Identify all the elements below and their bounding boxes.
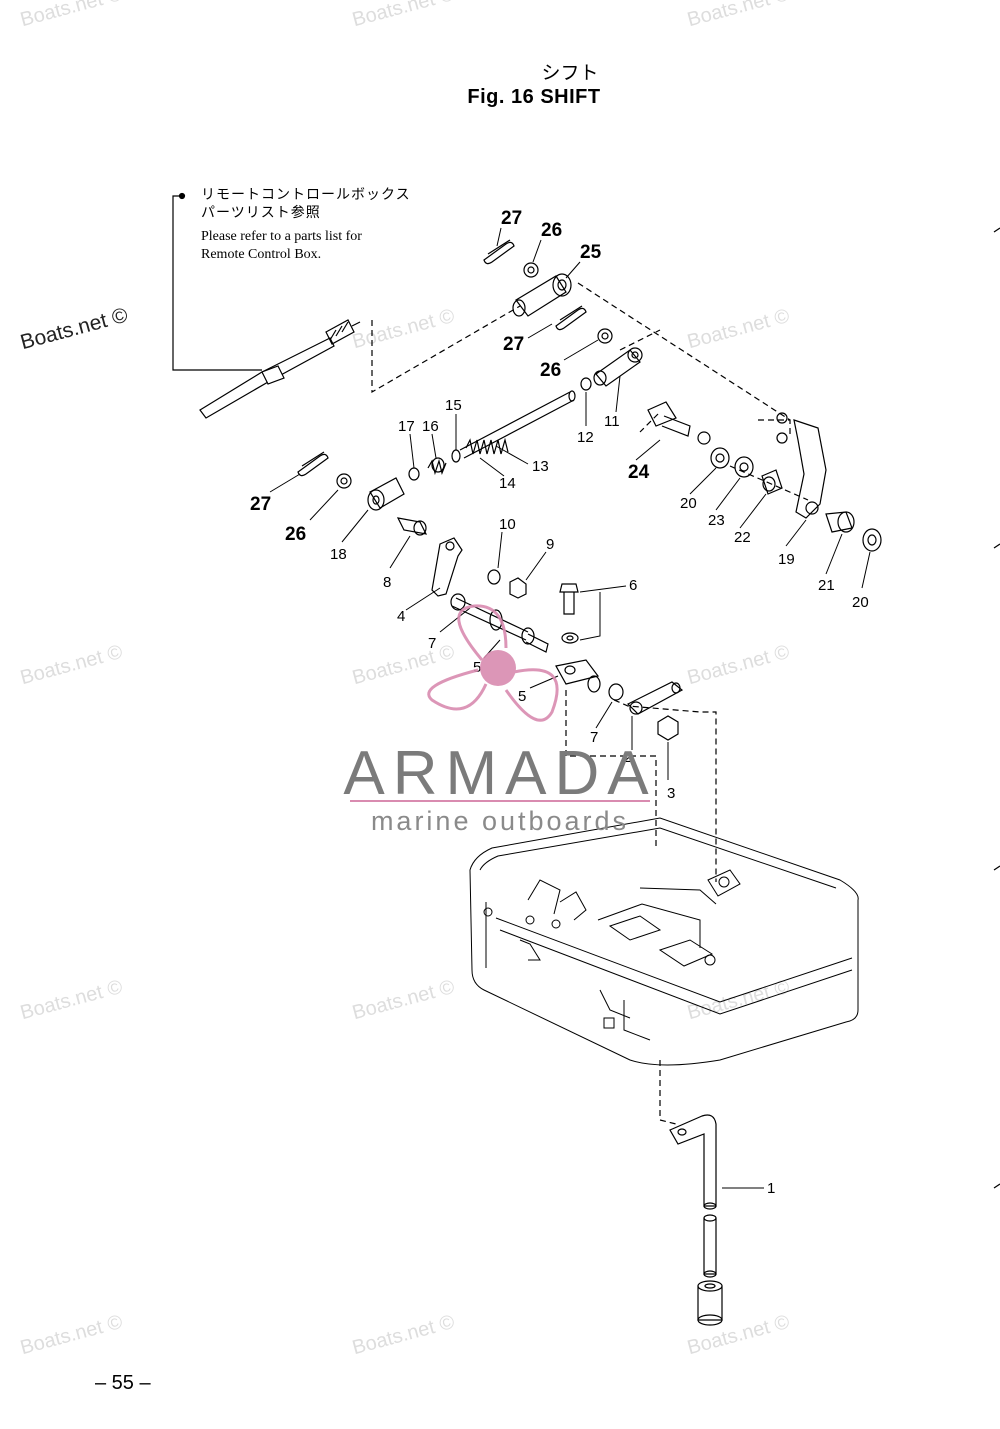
callout-23: 23	[708, 512, 725, 529]
callout-12: 12	[577, 429, 594, 446]
callout-24: 24	[628, 462, 650, 483]
callout-27: 27	[501, 208, 522, 229]
callout-7: 7	[590, 729, 598, 746]
callout-4: 4	[397, 608, 405, 625]
callout-5: 5	[518, 688, 526, 705]
callout-26: 26	[540, 360, 561, 381]
callout-10: 10	[499, 516, 516, 533]
part-4-lever	[431, 537, 463, 597]
note-leader-line	[172, 195, 262, 371]
callout-26: 26	[285, 524, 306, 545]
callout-27: 27	[250, 494, 271, 515]
note-jp-line2: パーツリスト参照	[201, 205, 321, 221]
callout-8: 8	[383, 574, 391, 591]
callout-15: 15	[445, 397, 462, 414]
part-5-block	[555, 659, 600, 685]
leader-lines	[269, 227, 871, 1189]
part-14-spring	[465, 437, 509, 455]
callout-13: 13	[532, 458, 549, 475]
bottom-cowling	[469, 817, 859, 1066]
callout-17: 17	[398, 418, 415, 435]
part-24-bolt	[647, 401, 711, 445]
part-2-plate	[626, 681, 684, 715]
part-11-link	[593, 347, 643, 387]
callout-9: 9	[546, 536, 554, 553]
callout-11: 11	[604, 413, 620, 430]
callout-21: 21	[818, 577, 835, 594]
callout-3: 3	[667, 785, 675, 802]
part-13-shift-rod	[459, 391, 575, 459]
callout-labels: 27 26 25 27 26 11 12 13 14 15 16 17 27 2…	[250, 208, 869, 1197]
callout-14: 14	[499, 475, 516, 492]
callout-25: 25	[580, 242, 602, 263]
note-en-line2: Remote Control Box.	[201, 247, 322, 262]
part-6-bolt	[559, 583, 579, 644]
callout-20: 20	[852, 594, 869, 611]
callout-26: 26	[541, 220, 562, 241]
page-number: – 55 –	[95, 1372, 151, 1394]
brand-name: ARMADA	[343, 739, 657, 808]
part-26-washer	[523, 262, 539, 278]
callout-22: 22	[734, 529, 751, 546]
callout-16: 16	[422, 418, 439, 435]
brand-tagline: marine outboards	[370, 806, 630, 836]
part-3-nut	[657, 715, 679, 741]
callout-7: 7	[428, 635, 436, 652]
part-18-joint	[367, 477, 405, 511]
part-19-lever	[776, 412, 827, 519]
callout-1: 1	[767, 1180, 775, 1197]
part-27-clip	[483, 241, 515, 265]
callout-19: 19	[778, 551, 795, 568]
callout-27: 27	[503, 334, 524, 355]
figure-title-jp: シフト	[541, 62, 599, 84]
note-jp-line1: リモートコントロールボックス	[201, 187, 411, 203]
brand-divider	[350, 800, 650, 802]
reference-note: リモートコントロールボックス パーツリスト参照 Please refer to …	[201, 186, 411, 264]
callout-2: 2	[624, 749, 632, 766]
part-7-shaft	[451, 597, 529, 641]
callout-18: 18	[330, 546, 347, 563]
figure-title: Fig. 16 SHIFT	[467, 86, 601, 108]
part-1-shift-rod	[669, 1114, 723, 1326]
callout-6: 6	[629, 577, 637, 594]
part-8-pin	[396, 517, 428, 535]
callout-20: 20	[680, 495, 697, 512]
note-en-line1: Please refer to a parts list for	[201, 229, 362, 244]
part-25-joint	[512, 273, 572, 317]
propeller-logo	[427, 604, 559, 722]
callout-5: 5	[473, 659, 481, 676]
shift-cable	[199, 319, 361, 419]
